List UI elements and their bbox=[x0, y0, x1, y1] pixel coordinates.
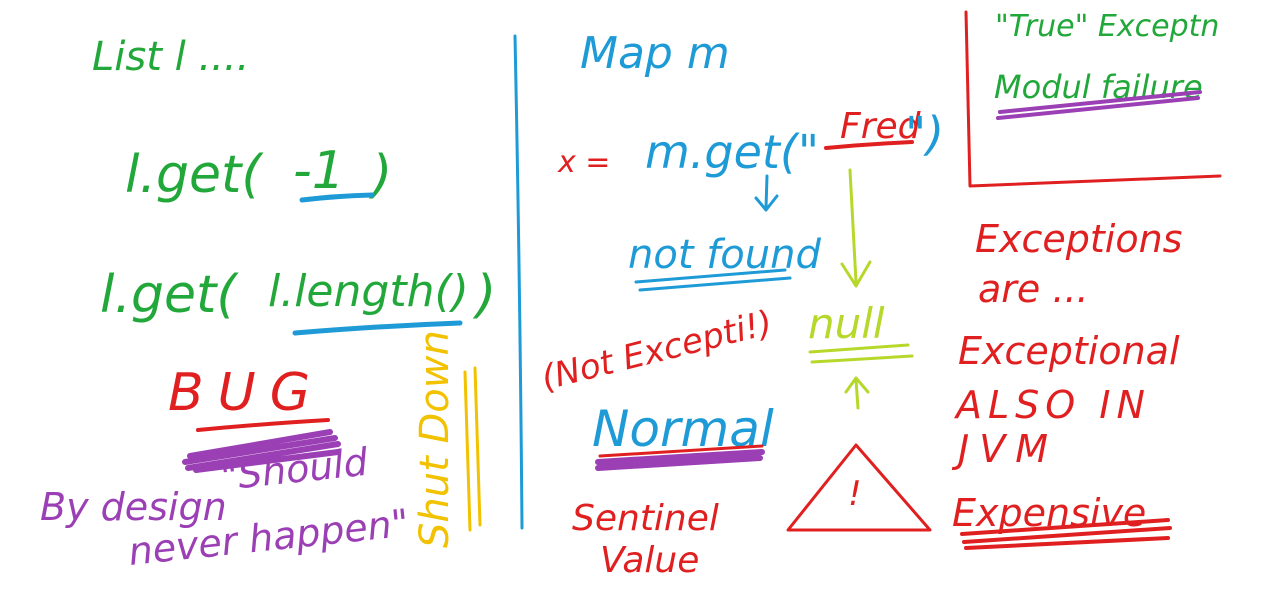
arrow-to-null-icon bbox=[840, 168, 872, 288]
true-exception-box bbox=[964, 10, 1222, 188]
expensive-underline bbox=[960, 518, 1172, 550]
bug-label: BUG bbox=[168, 363, 324, 423]
also-in-text: ALSO IN bbox=[953, 383, 1151, 427]
neg-one-underline bbox=[299, 192, 375, 203]
shut-down-lines bbox=[463, 366, 482, 532]
get-neg-one-prefix: l.get( bbox=[125, 145, 264, 205]
normal-text: Normal bbox=[592, 400, 774, 458]
length-underline bbox=[292, 320, 463, 336]
normal-underline bbox=[598, 444, 764, 458]
null-underline bbox=[808, 343, 914, 364]
get-length-prefix: l.get( bbox=[100, 265, 239, 325]
shut-down-text: Shut Down bbox=[412, 330, 458, 548]
get-call-arg: Fred bbox=[840, 106, 922, 147]
map-declaration: Map m bbox=[580, 28, 730, 79]
get-length-arg: l.length() bbox=[268, 266, 469, 317]
get-call-suffix: ") bbox=[905, 107, 944, 161]
exceptions-text: Exceptions bbox=[975, 217, 1182, 261]
warning-mark: ! bbox=[848, 474, 862, 514]
arrow-down-icon bbox=[754, 174, 779, 212]
get-neg-one-arg: -1 bbox=[293, 141, 345, 201]
normal-scribble bbox=[595, 449, 765, 471]
x-assign: x = bbox=[557, 145, 610, 180]
fred-underline bbox=[824, 140, 914, 150]
bug-underline bbox=[196, 418, 330, 432]
not-found-underline bbox=[634, 268, 792, 292]
get-call-prefix: m.get(" bbox=[645, 125, 819, 179]
are-text: are ... bbox=[978, 267, 1089, 311]
module-failure-underline bbox=[996, 90, 1202, 120]
jvm-text: JVM bbox=[951, 427, 1058, 471]
not-found-text: not found bbox=[628, 232, 821, 278]
null-text: null bbox=[808, 299, 885, 348]
warning-triangle-icon bbox=[786, 443, 932, 532]
get-length-suffix: ) bbox=[472, 265, 496, 325]
arrow-up-icon bbox=[844, 376, 870, 410]
value-text: Value bbox=[600, 540, 699, 581]
bug-scribble bbox=[182, 429, 341, 473]
by-design-text: By design bbox=[40, 485, 227, 529]
section-divider bbox=[513, 34, 524, 530]
sentinel-text: Sentinel bbox=[572, 498, 719, 539]
list-declaration: List l .... bbox=[92, 34, 249, 80]
true-exception-text: "True" Exceptn bbox=[995, 9, 1219, 44]
exceptional-text: Exceptional bbox=[958, 329, 1180, 373]
not-exception-text: (Not Excepti!) bbox=[538, 303, 777, 399]
